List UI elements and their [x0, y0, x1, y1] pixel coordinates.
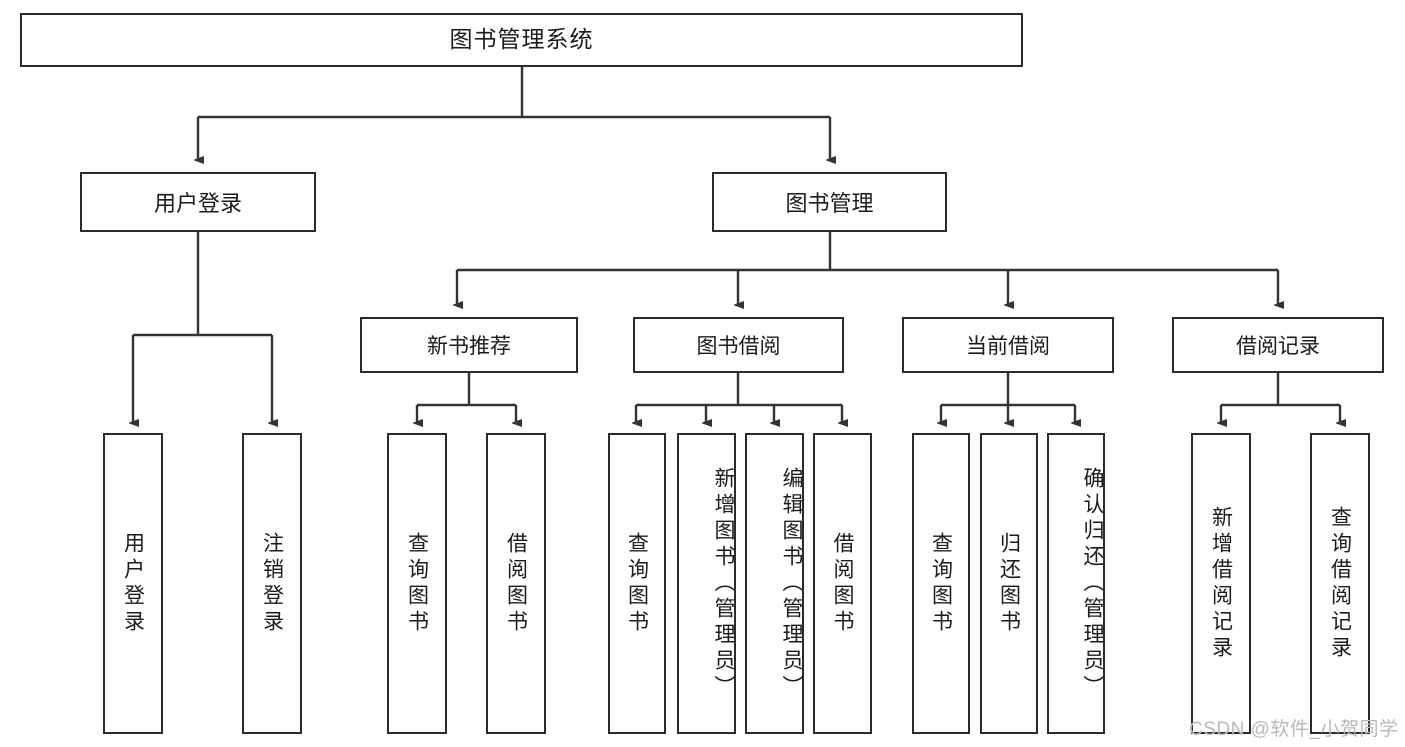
node-label: 查询图书	[625, 531, 649, 636]
node-label: 查询图书	[405, 531, 429, 636]
node-label: 用户登录	[121, 531, 145, 636]
node-current-borrow[interactable]: 当前借阅	[902, 317, 1114, 373]
node-label: 查询图书	[929, 531, 953, 636]
node-leaf-edit-book-admin[interactable]: 编辑图书（管理员）	[745, 433, 804, 734]
node-leaf-return-book[interactable]: 归还图书	[980, 433, 1038, 734]
node-label: 新增图书（管理员）	[712, 466, 735, 701]
node-leaf-borrow-book[interactable]: 借阅图书	[813, 433, 872, 734]
node-leaf-confirm-return-admin[interactable]: 确认归还（管理员）	[1047, 433, 1105, 734]
node-leaf-logout-login[interactable]: 注销登录	[242, 433, 302, 734]
node-label: 图书管理	[785, 191, 874, 216]
node-label: 注销登录	[260, 531, 284, 636]
node-label: 用户登录	[153, 191, 242, 216]
csdn-watermark: CSDN @软件_小贺同学	[1189, 719, 1399, 740]
node-label: 借阅记录	[1236, 335, 1320, 358]
node-book-management[interactable]: 图书管理	[712, 172, 947, 232]
node-borrow-record[interactable]: 借阅记录	[1172, 317, 1384, 373]
node-leaf-borrow-book-recommend[interactable]: 借阅图书	[486, 433, 546, 734]
node-label: 查询借阅记录	[1328, 505, 1352, 662]
node-label: 新书推荐	[427, 335, 511, 358]
node-leaf-user-login[interactable]: 用户登录	[103, 433, 163, 734]
node-leaf-add-book-admin[interactable]: 新增图书（管理员）	[677, 433, 736, 734]
node-label: 图书借阅	[696, 335, 781, 358]
node-leaf-query-borrow-record[interactable]: 查询借阅记录	[1310, 433, 1370, 734]
node-label: 新增借阅记录	[1209, 505, 1233, 662]
node-leaf-query-book-borrow[interactable]: 查询图书	[608, 433, 666, 734]
node-label: 当前借阅	[966, 335, 1050, 358]
node-leaf-query-book-recommend[interactable]: 查询图书	[387, 433, 447, 734]
node-label: 借阅图书	[831, 531, 854, 636]
node-book-management-system[interactable]: 图书管理系统	[20, 13, 1023, 67]
node-label: 编辑图书（管理员）	[780, 466, 803, 701]
node-user-login[interactable]: 用户登录	[80, 172, 316, 232]
node-label: 图书管理系统	[449, 26, 594, 53]
node-leaf-query-book-current[interactable]: 查询图书	[912, 433, 970, 734]
node-new-book-recommend[interactable]: 新书推荐	[360, 317, 578, 373]
node-label: 确认归还（管理员）	[1081, 466, 1104, 701]
node-leaf-add-borrow-record[interactable]: 新增借阅记录	[1191, 433, 1251, 734]
node-label: 归还图书	[997, 531, 1021, 636]
node-label: 借阅图书	[504, 531, 528, 636]
node-book-borrow[interactable]: 图书借阅	[633, 317, 844, 373]
